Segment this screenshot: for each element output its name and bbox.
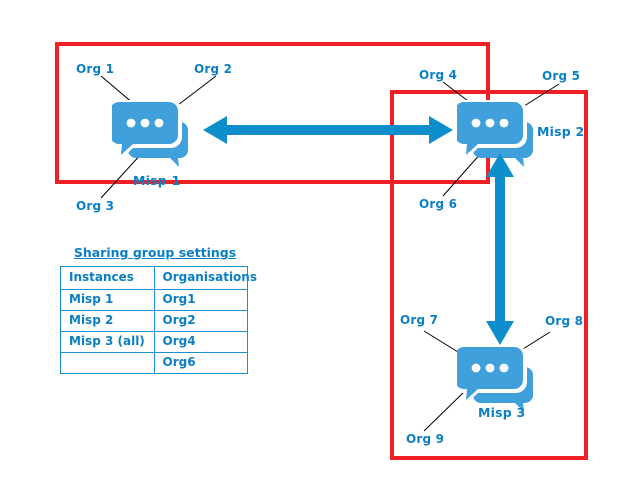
instance-label-misp3: Misp 3 [478, 405, 526, 420]
column-header-organisations: Organisations [153, 266, 257, 290]
instance-label-misp2: Misp 2 [537, 124, 585, 139]
sync-arrow-misp1-misp2 [203, 114, 453, 146]
settings-title: Sharing group settings [73, 245, 237, 260]
org-label-org6: Org 6 [419, 197, 458, 211]
org-label-org2: Org 2 [194, 62, 233, 76]
org-label-org4: Org 4 [419, 68, 458, 82]
table-row: Misp 3 (all) Org4 [60, 331, 248, 353]
misp-instance-icon-misp2[interactable] [457, 100, 533, 168]
org-label-org9: Org 9 [406, 432, 445, 446]
sharing-zone-right [390, 90, 588, 460]
table-row: Misp 1 Org1 [60, 289, 248, 311]
table-row: Org6 [60, 352, 248, 374]
settings-table: Instances Organisations Misp 1 Org1 Misp… [60, 266, 257, 374]
table-header-row: Instances Organisations [60, 266, 257, 290]
table-row: Misp 2 Org2 [60, 310, 248, 332]
org-label-org5: Org 5 [542, 69, 581, 83]
org-label-org8: Org 8 [545, 314, 584, 328]
cell-organisation: Org4 [153, 331, 248, 353]
cell-instance: Misp 3 (all) [60, 331, 155, 353]
misp-instance-icon-misp3[interactable] [457, 345, 533, 413]
instance-label-misp1: Misp 1 [133, 173, 181, 188]
org-label-org3: Org 3 [76, 199, 115, 213]
column-header-instances: Instances [60, 266, 155, 290]
speech-bubbles-icon [457, 345, 533, 412]
cell-organisation: Org6 [153, 352, 248, 374]
cell-organisation: Org1 [153, 289, 248, 311]
cell-instance: Misp 1 [60, 289, 155, 311]
misp-instance-icon-misp1[interactable] [112, 100, 188, 168]
speech-bubbles-icon [112, 100, 188, 167]
org-label-org7: Org 7 [400, 313, 439, 327]
cell-instance [60, 352, 155, 374]
speech-bubbles-icon [457, 100, 533, 167]
cell-instance: Misp 2 [60, 310, 155, 332]
org-label-org1: Org 1 [76, 62, 115, 76]
cell-organisation: Org2 [153, 310, 248, 332]
sharing-group-settings: Sharing group settings Instances Organis… [60, 245, 257, 374]
sync-arrow-misp2-misp3 [484, 153, 516, 345]
